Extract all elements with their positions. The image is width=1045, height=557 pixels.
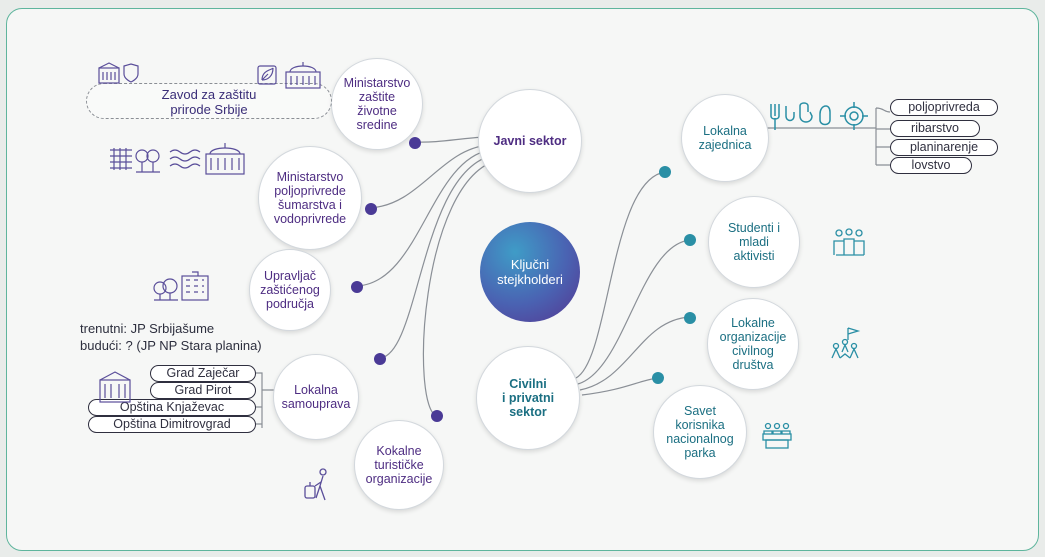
node-line: mladi bbox=[739, 235, 769, 249]
node-line: zaštite bbox=[358, 90, 396, 104]
node-line: organizacije bbox=[719, 330, 787, 344]
node-line: aktivisti bbox=[733, 249, 775, 263]
connector-upravljac bbox=[356, 149, 491, 287]
node-line: nacionalnog bbox=[666, 432, 734, 446]
connector-dot bbox=[652, 372, 664, 384]
lokalna-zajednica-icons bbox=[770, 102, 868, 130]
bracket-samouprava bbox=[256, 372, 275, 428]
group-of-people-icon bbox=[833, 228, 865, 256]
zavod-building-icon bbox=[98, 62, 139, 84]
node-line: društva bbox=[732, 358, 774, 372]
connector-samouprava bbox=[379, 154, 495, 359]
connector-ministarstvo-zastite bbox=[414, 136, 487, 143]
node-line: parka bbox=[684, 446, 716, 460]
connector-dot bbox=[374, 353, 386, 365]
node-line: civilnog bbox=[732, 344, 774, 358]
note-line-1: trenutni: JP Srbijašume bbox=[80, 321, 215, 336]
connector-dot bbox=[365, 203, 377, 215]
node-line: zajednica bbox=[698, 138, 752, 152]
pill-lovstvo: lovstvo bbox=[890, 157, 972, 174]
node-line: vodoprivrede bbox=[273, 212, 347, 226]
connector-dot bbox=[431, 410, 443, 422]
council-table-icon bbox=[762, 422, 792, 449]
leaf-and-government-building-icon bbox=[257, 62, 321, 89]
traveler-luggage-icon bbox=[304, 468, 327, 501]
connector-turisticke bbox=[422, 159, 499, 417]
pill-opstina-knjazevac: Opština Knjaževac bbox=[88, 399, 256, 416]
node-line: organizacije bbox=[365, 472, 433, 486]
connector-lokalna-zajednica bbox=[575, 171, 666, 379]
node-line: Lokalna bbox=[294, 383, 338, 397]
node-line: šumarstva i bbox=[278, 198, 342, 212]
connector-ministarstvo-poljoprivrede bbox=[369, 144, 489, 209]
center-line-1: Ključni bbox=[510, 257, 550, 272]
hub-javni-sektor: Javni sektor bbox=[478, 89, 582, 193]
node-line: Ministarstvo bbox=[343, 76, 411, 90]
node-line: područja bbox=[266, 297, 314, 311]
upravljac-icons bbox=[153, 271, 209, 301]
node-line: životne bbox=[357, 104, 397, 118]
connector-dot bbox=[684, 312, 696, 324]
hub-javni-label: Javni sektor bbox=[493, 134, 567, 148]
node-line: Ministarstvo bbox=[276, 170, 344, 184]
pill-ribarstvo: ribarstvo bbox=[890, 120, 980, 137]
connector-savet bbox=[581, 377, 659, 396]
node-line: korisnika bbox=[675, 418, 725, 432]
people-with-flag-icon bbox=[831, 327, 861, 359]
zavod-line-1: Zavod za zaštitu bbox=[161, 87, 257, 102]
node-line: Savet bbox=[684, 404, 716, 418]
hub-civilni-line-1: Civilni bbox=[509, 377, 547, 391]
node-line: zaštićenog bbox=[260, 283, 320, 297]
node-line: poljoprivrede bbox=[274, 184, 346, 198]
pill-planinarenje: planinarenje bbox=[890, 139, 998, 156]
node-line: Lokalna bbox=[703, 124, 747, 138]
pill-opstina-dimitrovgrad: Opština Dimitrovgrad bbox=[88, 416, 256, 433]
connector-dot bbox=[684, 234, 696, 246]
center-line-2: stejkholderi bbox=[497, 272, 563, 287]
bracket-zajednica bbox=[875, 107, 891, 166]
note-line-2: budući: ? (JP NP Stara planina) bbox=[80, 338, 262, 353]
connector-dot bbox=[351, 281, 363, 293]
connector-dot bbox=[659, 166, 671, 178]
connector-dot bbox=[409, 137, 421, 149]
node-line: Studenti i bbox=[727, 221, 781, 235]
pill-grad-pirot: Grad Pirot bbox=[150, 382, 256, 399]
pill-grad-zajecar: Grad Zaječar bbox=[150, 365, 256, 382]
node-line: Kokalne bbox=[376, 444, 422, 458]
connector-organizacije bbox=[579, 316, 691, 391]
node-line: samouprava bbox=[281, 397, 351, 411]
node-line: turističke bbox=[374, 458, 424, 472]
ministarstvo-poljoprivrede-icons bbox=[110, 143, 245, 175]
connector-studenti bbox=[577, 239, 691, 385]
town-hall-icon bbox=[99, 371, 131, 403]
hub-civilni-line-3: sektor bbox=[509, 405, 547, 419]
zavod-line-2: prirode Srbije bbox=[170, 102, 248, 117]
pill-poljoprivreda: poljoprivreda bbox=[890, 99, 998, 116]
node-line: Lokalne bbox=[731, 316, 775, 330]
zavod-box: Zavod za zaštitu prirode Srbije bbox=[86, 83, 332, 119]
upravljac-note: trenutni: JP Srbijašume budući: ? (JP NP… bbox=[80, 320, 262, 354]
node-line: sredine bbox=[356, 118, 398, 132]
hub-civilni-line-2: i privatni bbox=[501, 391, 555, 405]
node-line: Upravljač bbox=[263, 269, 317, 283]
